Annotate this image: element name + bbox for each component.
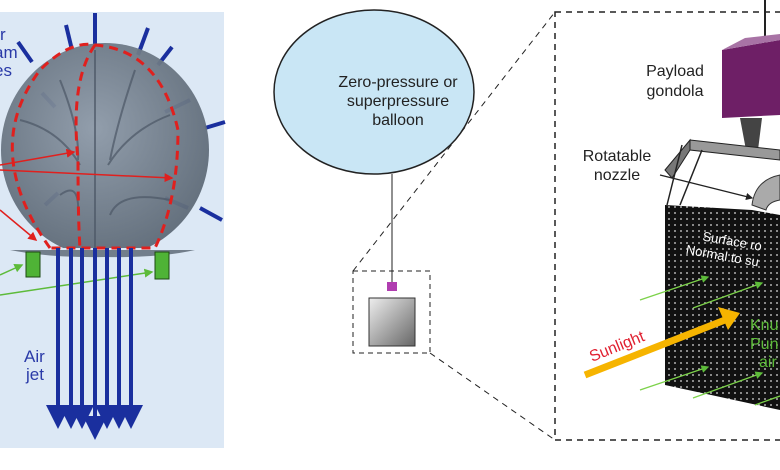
rotatable-nozzle <box>751 174 780 211</box>
internal-streamlines <box>19 50 171 250</box>
balloon-system: Zero-pressure or superpressure balloon <box>273 9 556 441</box>
air-jet-label: Air jet <box>24 347 45 384</box>
svg-text:am: am <box>0 43 18 62</box>
air-flow-arrows <box>639 275 780 406</box>
sunlight-arrow <box>583 316 727 379</box>
svg-text:balloon: balloon <box>372 112 424 129</box>
zoom-box-small <box>352 270 431 354</box>
air-jet-panel: r am es Air jet <box>0 12 226 448</box>
knudsen-label: Knu Pun air <box>750 317 778 371</box>
mini-tank <box>368 297 416 347</box>
green-pointers <box>0 264 154 296</box>
detail-view: Payload gondola Rotatable nozzle Surface… <box>554 0 780 441</box>
svg-text:Pun: Pun <box>750 336 778 353</box>
balloon <box>273 9 475 175</box>
absorber-surface <box>665 205 780 410</box>
thruster-left <box>25 251 41 278</box>
balloon-label: Zero-pressure or superpressure balloon <box>338 74 458 129</box>
sphere <box>1 43 209 257</box>
gondola-label: Payload <box>646 63 704 80</box>
payload-gondola <box>722 40 780 118</box>
svg-text:superpressure: superpressure <box>347 93 449 110</box>
svg-text:r: r <box>0 25 6 44</box>
mini-gondola <box>387 282 397 291</box>
svg-text:nozzle: nozzle <box>594 167 640 184</box>
svg-text:gondola: gondola <box>647 83 704 100</box>
zoom-box-large <box>554 11 780 441</box>
red-arrows <box>0 148 174 241</box>
streamline-label: r am es <box>0 25 18 80</box>
svg-text:Knu: Knu <box>750 317 778 334</box>
svg-text:es: es <box>0 61 12 80</box>
nozzle-label: Rotatable <box>583 148 652 165</box>
svg-text:air: air <box>759 354 777 371</box>
air-jet-arrows <box>46 248 143 440</box>
thruster-right <box>154 251 170 280</box>
svg-text:jet: jet <box>25 365 44 384</box>
control-volume-dashed <box>10 42 180 250</box>
svg-text:Zero-pressure or: Zero-pressure or <box>338 74 458 91</box>
svg-text:Air: Air <box>24 347 45 366</box>
